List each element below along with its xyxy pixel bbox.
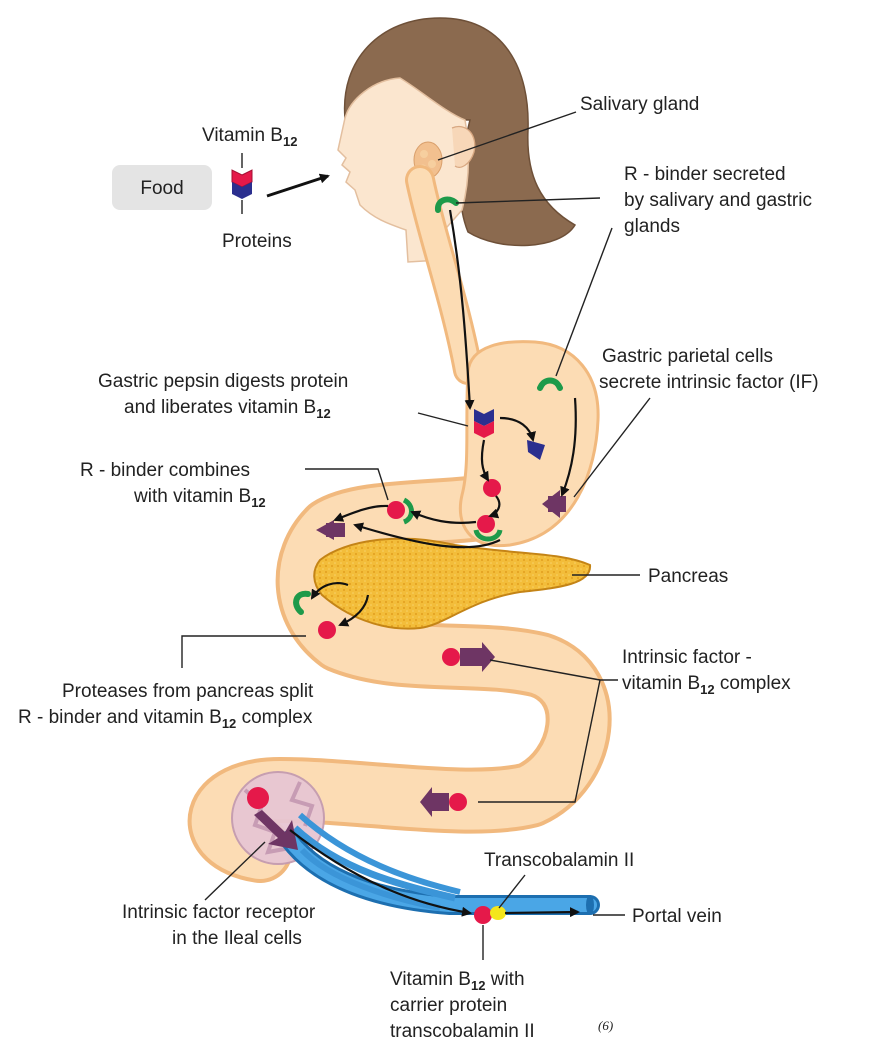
label-if-receptor-2: in the Ileal cells <box>172 928 302 949</box>
b12-protein-complex <box>232 170 252 199</box>
b12-icon <box>318 621 336 639</box>
head <box>338 18 575 262</box>
gi-tract <box>221 180 599 864</box>
label-gastric-pepsin-2: and liberates vitamin B12 <box>124 397 331 421</box>
label-intrinsic-complex-1: Intrinsic factor - <box>622 647 752 668</box>
label-carrier-1: Vitamin B12 with <box>390 969 525 993</box>
label-portal-vein: Portal vein <box>632 906 722 927</box>
label-transcobalamin: Transcobalamin II <box>484 850 634 871</box>
label-carrier-3: transcobalamin II <box>390 1021 535 1042</box>
label-carrier-2: carrier protein <box>390 995 507 1016</box>
label-gastric-pepsin-1: Gastric pepsin digests protein <box>98 371 348 392</box>
label-intrinsic-complex-2: vitamin B12 complex <box>622 673 791 697</box>
b12-carrier-icon <box>474 906 492 924</box>
label-gastric-parietal-1: Gastric parietal cells <box>602 346 773 367</box>
label-salivary-gland: Salivary gland <box>580 94 699 115</box>
label-r-binder-combines-1: R - binder combines <box>80 460 250 481</box>
label-if-receptor-1: Intrinsic factor receptor <box>122 902 316 923</box>
label-proteases-2: R - binder and vitamin B12 complex <box>18 707 313 731</box>
reference-mark: (6) <box>598 1018 613 1033</box>
b12-icon <box>483 479 501 497</box>
label-proteins: Proteins <box>222 231 292 252</box>
food-label: Food <box>140 178 183 199</box>
label-r-binder-secreted-3: glands <box>624 216 680 237</box>
label-r-binder-secreted-1: R - binder secreted <box>624 164 786 185</box>
label-proteases-1: Proteases from pancreas split <box>62 681 314 702</box>
transcobalamin-icon <box>490 906 506 920</box>
label-gastric-parietal-2: secrete intrinsic factor (IF) <box>599 372 819 393</box>
food-arrow <box>267 176 328 196</box>
label-r-binder-combines-2: with vitamin B12 <box>133 486 266 510</box>
label-r-binder-secreted-2: by salivary and gastric <box>624 190 812 211</box>
label-vitamin-b12: Vitamin B12 <box>202 125 297 149</box>
label-pancreas: Pancreas <box>648 566 728 587</box>
